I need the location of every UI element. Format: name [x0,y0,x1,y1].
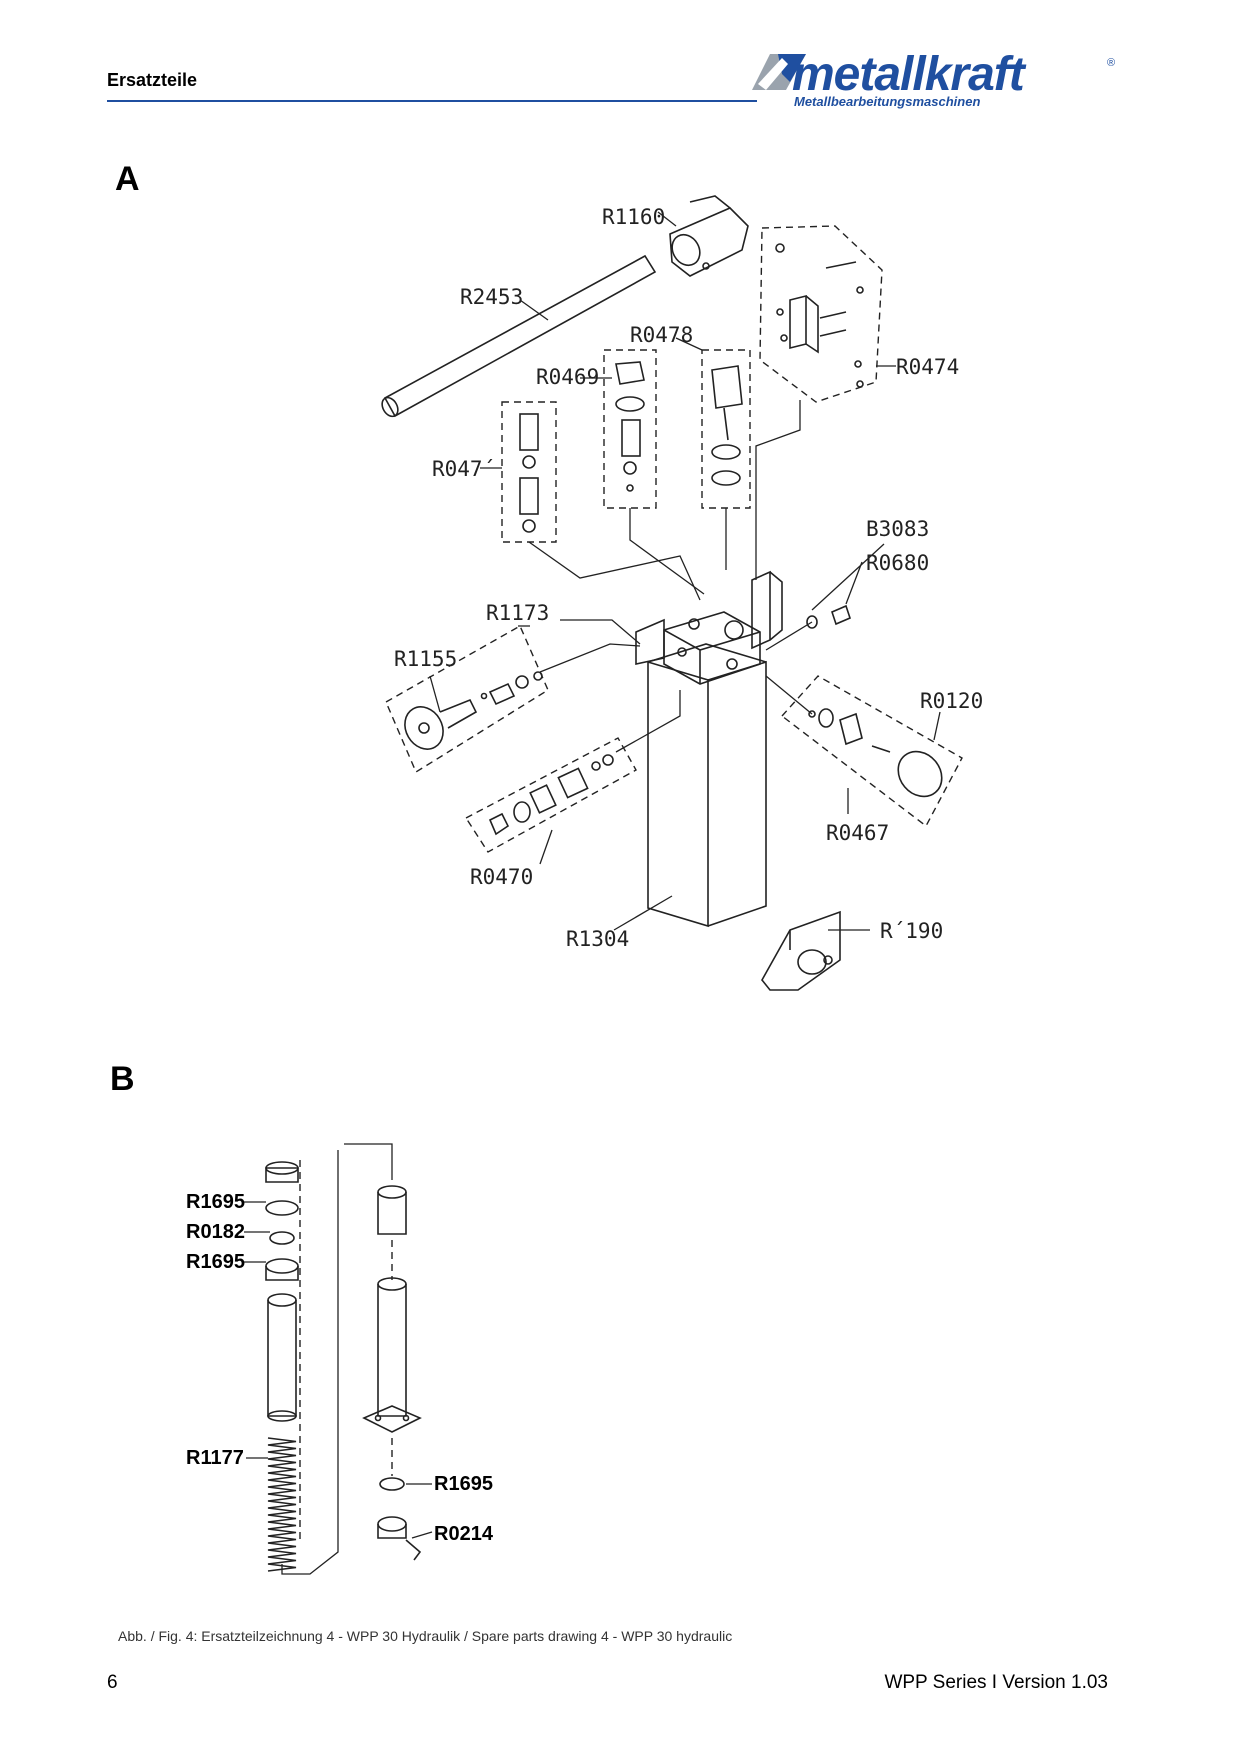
label-r1304: R1304 [566,927,629,951]
release-knob-right-part [780,675,963,828]
check-valve-part [501,401,557,543]
page-number: 6 [107,1672,118,1693]
relief-valve-part [603,349,657,509]
piston-stack-part [265,1161,299,1422]
label-b-r1695-middle: R1695 [186,1251,245,1273]
label-b-r1695-bottom: R1695 [434,1473,493,1495]
section-label-b: B [110,1060,135,1098]
label-r1160: R1160 [602,205,665,229]
version-label: WPP Series I Version 1.03 [884,1672,1108,1693]
label-b-r1695-top: R1695 [186,1191,245,1213]
spring-part [267,1437,297,1572]
header-title: Ersatzteile [107,70,198,90]
brand-logo: metallkraft ® Metallbearbeitungsmaschine… [752,48,1115,109]
label-r0471: R047´ [432,457,495,481]
release-knob-left-part [385,625,549,774]
suction-valve-part [464,737,637,853]
label-r0470: R0470 [470,865,533,889]
label-r0120: R0120 [920,689,983,713]
figure-caption: Abb. / Fig. 4: Ersatzteilzeichnung 4 - W… [118,1628,733,1644]
label-r1173: R1173 [486,601,549,625]
label-b3083: B3083 [866,517,929,541]
label-b-r0214: R0214 [434,1523,494,1545]
label-b-r0182: R0182 [186,1221,245,1243]
label-r0474: R0474 [896,355,959,379]
label-b-r1177: R1177 [186,1447,244,1469]
pump-body-part [635,570,783,928]
brand-tagline: Metallbearbeitungsmaschinen [794,94,980,109]
label-r0469: R0469 [536,365,599,389]
label-r1155: R1155 [394,647,457,671]
valve-cartridge-part [701,349,751,509]
exploded-diagram-a: R1160 R2453 R0478 R0469 R0474 R047´ B308… [381,195,983,991]
handle-bar-part [381,195,749,418]
label-r0467: R0467 [826,821,889,845]
brand-name: metallkraft [792,48,1027,101]
brand-registered: ® [1107,57,1115,69]
section-label-a: A [115,160,140,198]
cylinder-part [362,1185,422,1561]
exploded-diagram-b: R1695 R0182 R1695 R1177 R1695 R0214 [186,1143,494,1575]
logo-mark-icon [752,54,806,90]
label-r1190: R´190 [880,919,943,943]
foot-bracket-part [761,910,841,991]
label-r0680: R0680 [866,551,929,575]
label-r0478: R0478 [630,323,693,347]
label-r2453: R2453 [460,285,523,309]
pivot-group-part [759,225,883,403]
plug-screw-part [806,604,851,629]
header-rule [107,100,757,102]
